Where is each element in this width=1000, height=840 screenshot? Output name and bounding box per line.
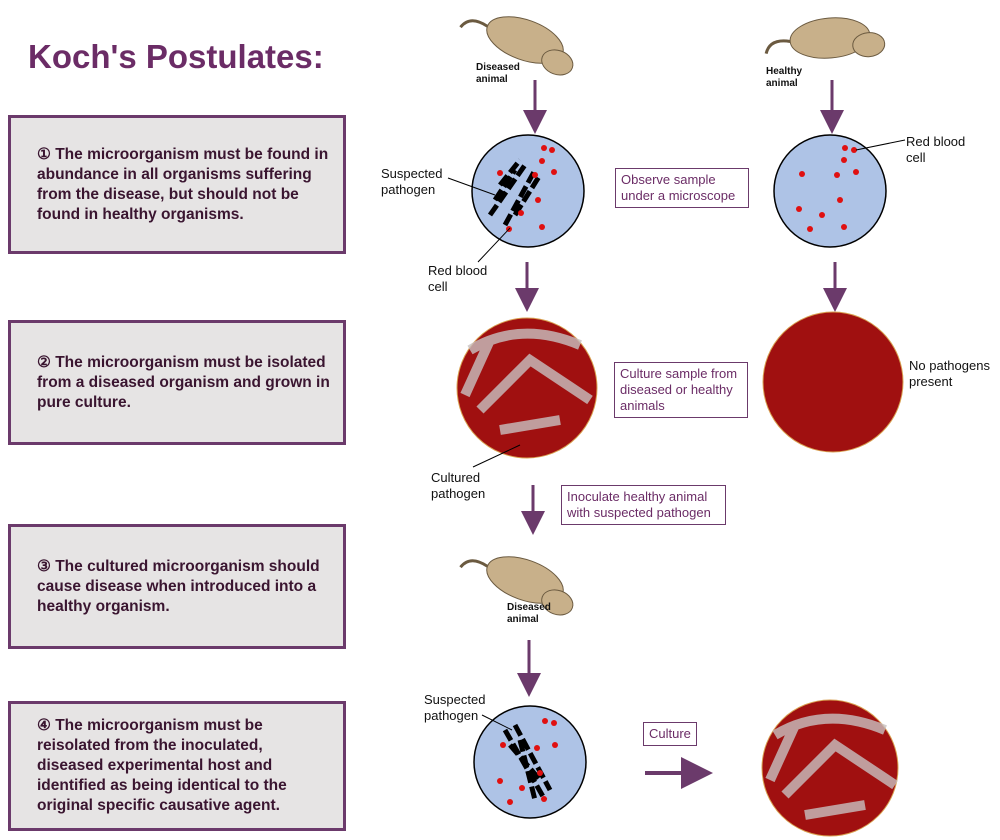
postulate-1: ① The microorganism must be found in abu…	[8, 115, 346, 254]
diseased-blood-sample-2	[473, 705, 587, 819]
no-pathogens-label: No pathogens present	[909, 358, 990, 389]
diseased-blood-sample	[471, 134, 585, 248]
healthy-animal-icon	[762, 11, 888, 68]
cultured-pathogen-label: Cultured pathogen	[431, 470, 486, 501]
cultured-plate	[456, 317, 598, 459]
red-blood-cell-label: Red blood cell	[428, 263, 488, 294]
suspected-pathogen-label: Suspected pathogen	[381, 166, 443, 197]
healthy-animal-label: Healthy animal	[766, 66, 803, 89]
postulate-4: ④ The microorganism must be reisolated f…	[8, 701, 346, 831]
observe-step-box: Observe sample under a microscope	[615, 168, 749, 208]
inoculate-step-box: Inoculate healthy animal with suspected …	[561, 485, 726, 525]
page-title: Koch's Postulates:	[28, 38, 324, 75]
diseased-animal-label-2: Diseased animal	[507, 602, 551, 625]
healthy-blood-sample	[773, 134, 906, 248]
reisolated-plate	[761, 699, 899, 837]
postulate-2: ② The microorganism must be isolated fro…	[8, 320, 346, 445]
red-blood-cell-label-right: Red blood cell	[906, 134, 966, 165]
suspected-pathogen-label-2: Suspected pathogen	[424, 692, 486, 723]
culture-step-box: Culture	[643, 722, 697, 746]
postulate-3: ③ The cultured microorganism should caus…	[8, 524, 346, 649]
culture-sample-step-box: Culture sample from diseased or healthy …	[614, 362, 748, 418]
sterile-plate	[762, 311, 904, 453]
diseased-animal-label: Diseased animal	[476, 62, 520, 85]
